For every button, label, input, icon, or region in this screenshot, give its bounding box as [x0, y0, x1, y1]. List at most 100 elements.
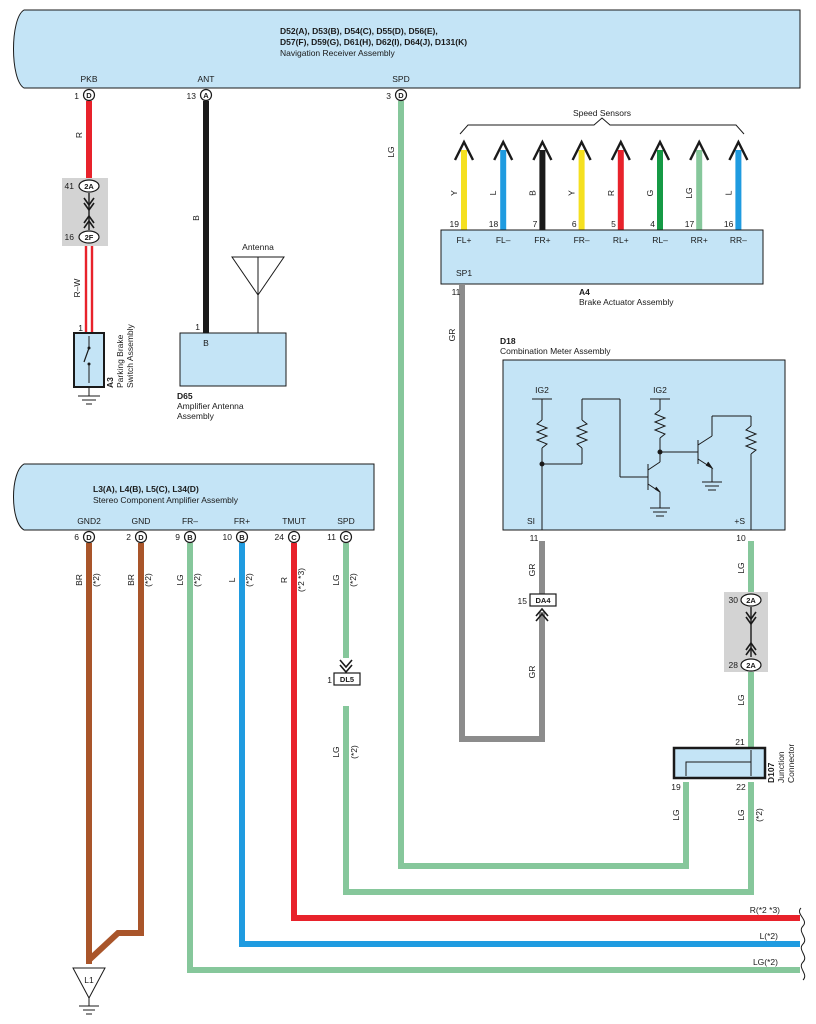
- stereo-pin[interactable]: [287, 530, 301, 544]
- stereo-pin-label: GND2: [77, 516, 101, 526]
- stereo-pin-label: FR–: [182, 516, 198, 526]
- antenna-icon: [231, 256, 285, 296]
- stereo-pin-num: 6: [74, 532, 79, 542]
- stereo-pin[interactable]: [82, 530, 96, 544]
- nav-pin-spd-label: SPD: [392, 74, 409, 84]
- stereo-pin-num: 24: [275, 532, 285, 542]
- amp-antenna-code: D65: [177, 391, 193, 401]
- pkb-name-1: Parking Brake: [115, 334, 125, 388]
- nav-pin-pkb-label: PKB: [80, 74, 97, 84]
- nav-pin-pkb[interactable]: [82, 88, 96, 102]
- amp-antenna-pin: 1: [195, 322, 200, 332]
- pkb-conn-top[interactable]: [78, 179, 100, 193]
- da4-label: DA4: [535, 596, 551, 605]
- sensor-arrow-icon: [649, 139, 671, 161]
- wire-spd-lg[interactable]: [398, 101, 689, 869]
- navigation-receiver[interactable]: D52(A), D53(B), D54(C), D55(D), D56(E), …: [13, 9, 801, 102]
- sensor-wire-color: B: [527, 190, 537, 196]
- pkb-conn-bottom-num: 16: [65, 232, 75, 242]
- wire-gnd-br[interactable]: [86, 543, 144, 963]
- stereo-pin-num: 11: [327, 532, 336, 542]
- dl5-box[interactable]: [333, 672, 361, 686]
- da4-arrow: [535, 607, 549, 622]
- stereo-pin-conn: D: [138, 533, 144, 542]
- junction-right-note: (*2): [754, 808, 764, 822]
- junction-connector[interactable]: 21 19 22 D107 Junction Connector LG LG (…: [671, 737, 796, 822]
- wire-tmut-r[interactable]: [291, 543, 800, 921]
- right-conn-bottom[interactable]: [740, 658, 762, 672]
- nav-pin-pkb-num: 1: [74, 91, 79, 101]
- meter-si-pin: 11: [530, 533, 539, 543]
- wire-sp1-gr[interactable]: [459, 285, 545, 742]
- wires: [84, 101, 800, 973]
- sensor-wire-color: G: [645, 190, 655, 197]
- ground-icon: [79, 998, 99, 1015]
- sensor-arrow-icon: [532, 139, 553, 161]
- nav-pin-spd-conn: D: [398, 91, 404, 100]
- wire-frplus-l[interactable]: [239, 543, 800, 947]
- pkb-conn-top-label: 2A: [84, 182, 94, 191]
- actuator-terminal: RR–: [730, 235, 747, 245]
- nav-pin-spd[interactable]: [394, 88, 408, 102]
- speed-sensors-label: Speed Sensors: [573, 108, 631, 118]
- outputs: R(*2 *3) L(*2) LG(*2): [750, 905, 806, 981]
- amplifier-antenna[interactable]: [179, 332, 287, 387]
- junction-box[interactable]: [672, 746, 767, 780]
- wire-label-ant-b: B: [191, 215, 201, 221]
- amp-antenna-name-2: Assembly: [177, 411, 215, 421]
- ground-l1-label: L1: [84, 975, 94, 985]
- meter-internal-circuit: [532, 398, 758, 530]
- amp-antenna-terminal: B: [203, 338, 209, 348]
- da4-box[interactable]: [529, 593, 557, 607]
- sensor-arrow-icon: [689, 139, 710, 161]
- stereo-wire-note: (*2): [348, 573, 358, 587]
- combination-meter[interactable]: D18 Combination Meter Assembly: [500, 336, 786, 543]
- wire-label-spd-lg: LG: [386, 146, 396, 157]
- nav-pin-ant[interactable]: [199, 88, 213, 102]
- stereo-pin[interactable]: [134, 530, 148, 544]
- stereo-pin-label: TMUT: [282, 516, 306, 526]
- switch-contact-icon: [83, 347, 90, 363]
- junction-name-1: Junction: [776, 751, 786, 783]
- wire-amp-spd-lg[interactable]: [343, 706, 754, 895]
- pkb-conn-bottom-label: 2F: [85, 233, 94, 242]
- sensor-wire-color: Y: [567, 190, 577, 196]
- stereo-wire-color: L: [227, 577, 237, 582]
- stereo-pin[interactable]: [235, 530, 249, 544]
- stereo-amplifier[interactable]: L3(A), L4(B), L5(C), L34(D) Stereo Compo…: [13, 463, 375, 592]
- brake-actuator[interactable]: FL+FL–FR+FR–RL+RL–RR+RR– SP1 11 A4 Brake…: [440, 229, 764, 307]
- ground-l1: L1: [72, 967, 106, 1015]
- wire-label-junction-left: LG: [671, 809, 681, 820]
- actuator-terminal: RL–: [652, 235, 668, 245]
- sensor-wire-color: R: [606, 190, 616, 196]
- meter-ig2-left: IG2: [535, 385, 549, 395]
- right-conn-top[interactable]: [740, 593, 762, 607]
- meter-name: Combination Meter Assembly: [500, 346, 611, 356]
- combination-meter-panel[interactable]: [502, 359, 786, 531]
- ground-l1-triangle: [72, 967, 106, 1000]
- sensor-pin-num: 16: [724, 219, 734, 229]
- wire-frminus-lg[interactable]: [187, 543, 800, 973]
- sensor-pin-num: 18: [489, 219, 499, 229]
- navigation-receiver-panel[interactable]: [13, 9, 801, 89]
- sensor-pin-num: 17: [685, 219, 695, 229]
- stereo-pin[interactable]: [339, 530, 353, 544]
- stereo-pin[interactable]: [183, 530, 197, 544]
- brake-actuator-panel[interactable]: [440, 229, 764, 285]
- wire-label-si-gr: GR: [527, 564, 537, 577]
- junction-pin-top: 21: [735, 737, 745, 747]
- sensor-pin-num: 19: [450, 219, 460, 229]
- pkb-conn-top-num: 41: [65, 181, 75, 191]
- sensor-pin-num: 7: [533, 219, 538, 229]
- nav-codes-line2: D57(F), D59(G), D61(H), D62(I), D64(J), …: [280, 37, 467, 47]
- sensor-wire-color: L: [488, 190, 498, 195]
- stereo-amplifier-panel[interactable]: [13, 463, 375, 531]
- wire-label-dl5-lg: LG: [331, 746, 341, 757]
- pkb-conn-arrow-top: [83, 197, 95, 212]
- meter-plus-s-pin: 10: [736, 533, 746, 543]
- actuator-terminal: FR+: [534, 235, 550, 245]
- dl5-label: DL5: [340, 675, 354, 684]
- pkb-conn-bottom[interactable]: [78, 230, 100, 244]
- antenna-branch: B Antenna 1 B D65 Amplifier Antenna Asse…: [177, 215, 287, 421]
